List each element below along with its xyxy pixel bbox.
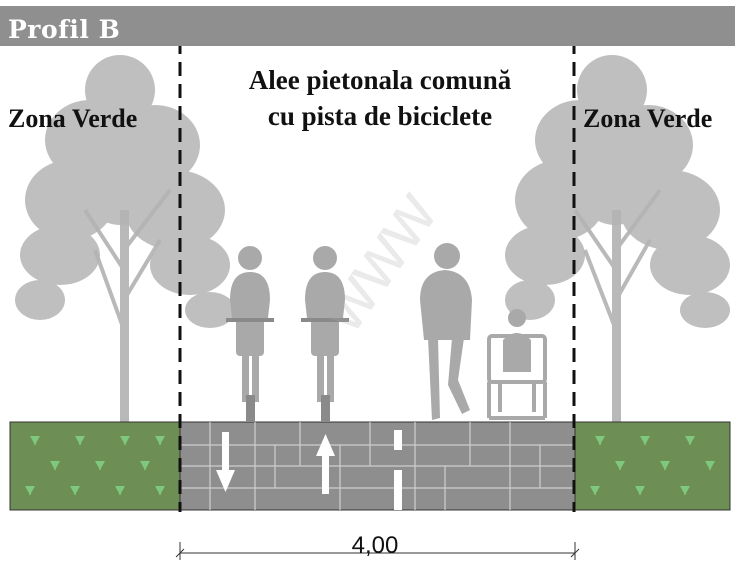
grass-left [9, 421, 181, 511]
arrow-down-icon [216, 432, 235, 492]
tree-left-icon [15, 55, 235, 422]
dimension-value: 4,00 [351, 532, 399, 559]
title-bar: Profil B [0, 6, 735, 46]
zone-right-label: Zona Verde [583, 104, 713, 133]
grass-right [574, 421, 731, 511]
arrow-up-icon [316, 434, 335, 494]
pedestrian-icon [420, 243, 472, 420]
zone-left-label: Zona Verde [8, 104, 138, 133]
center-label-line2: cu pista de biciclete [267, 101, 493, 131]
cyclist-icon [226, 246, 274, 422]
pavement [179, 421, 576, 511]
tree-right-icon [505, 55, 730, 422]
profile-title: Profil B [8, 15, 121, 44]
wheelchair-user-icon [487, 309, 547, 420]
cyclist-icon [301, 246, 349, 422]
dimension-line [175, 542, 580, 560]
center-label-line1: Alee pietonala comună [248, 65, 512, 95]
center-zone-label: Alee pietonala comună cu pista de bicicl… [200, 62, 560, 134]
